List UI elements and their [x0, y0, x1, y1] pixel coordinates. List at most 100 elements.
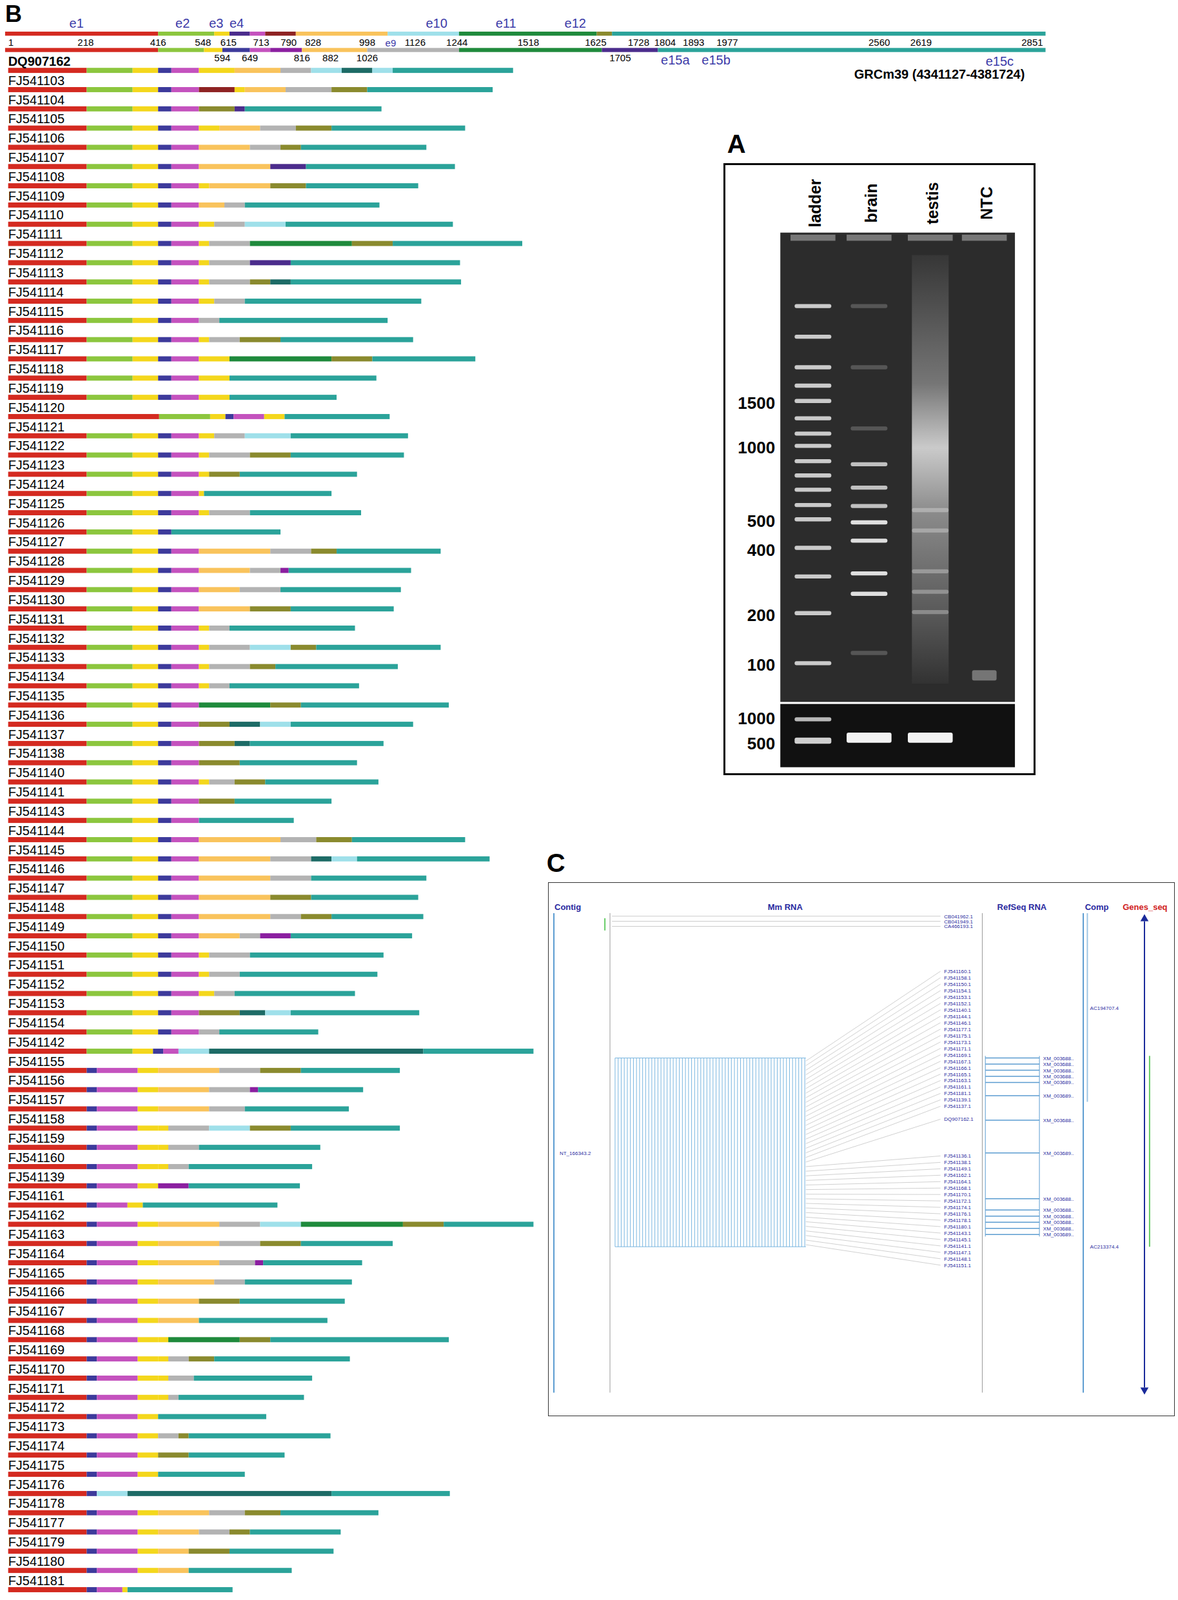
position-number: 1518	[517, 36, 540, 47]
exon-segment	[157, 740, 172, 747]
sequence-id: XM_003688..	[1043, 1068, 1075, 1074]
exon-segment	[8, 1144, 88, 1150]
track-line	[985, 1057, 1040, 1059]
exon-segment	[8, 163, 88, 169]
exon-segment	[239, 586, 281, 592]
exon-segment	[8, 1202, 88, 1208]
size-marker: 1000	[737, 439, 776, 456]
accession-label: FJ541140	[8, 765, 65, 779]
exon-segment	[132, 702, 159, 708]
exon-segment	[137, 1298, 159, 1304]
exon-segment	[86, 1298, 97, 1304]
position-number: 2851	[1021, 36, 1043, 47]
exon-segment	[86, 1009, 133, 1015]
exon-segment	[357, 856, 491, 862]
exon-segment	[219, 1067, 260, 1073]
exon-segment	[601, 47, 658, 52]
gel-band	[850, 650, 888, 655]
exon-label: e15c	[985, 54, 1014, 68]
track-line	[805, 1239, 941, 1259]
exon-segment	[171, 682, 200, 688]
transcript-bar	[8, 144, 427, 150]
size-marker: 500	[747, 735, 776, 752]
exon-segment	[8, 625, 88, 631]
exon-segment	[86, 779, 133, 785]
accession-label: FJ541106	[8, 131, 65, 145]
transcript-bar	[8, 1106, 349, 1112]
exon-segment	[8, 779, 88, 785]
transcript-bar	[8, 1240, 393, 1246]
exon-segment	[171, 394, 200, 400]
exon-segment	[208, 1106, 245, 1112]
sequence-id: XM_003689..	[1043, 1150, 1075, 1157]
exon-segment	[157, 1548, 189, 1554]
track-line	[611, 920, 941, 922]
track-line	[985, 1069, 1040, 1071]
exon-segment	[157, 1394, 169, 1400]
sequence-id: AC213374.4	[1090, 1244, 1119, 1250]
exon-segment	[96, 1202, 128, 1208]
exon-segment	[86, 1259, 97, 1266]
exon-segment	[157, 1067, 220, 1073]
transcript-bar	[8, 490, 332, 496]
exon-segment	[86, 702, 133, 708]
track-line	[805, 983, 941, 1071]
transcript-bar	[8, 1221, 534, 1227]
track-line	[694, 1058, 696, 1247]
exon-segment	[96, 1087, 138, 1093]
size-marker: 100	[747, 656, 776, 674]
exon-segment	[214, 991, 235, 997]
exon-segment	[157, 1163, 169, 1169]
exon-segment	[137, 1163, 159, 1169]
transcript-bars	[8, 67, 534, 1592]
position-number: 1977	[716, 36, 738, 47]
exon-segment	[208, 183, 271, 189]
track-line	[801, 1058, 803, 1247]
exon-segment	[157, 337, 172, 343]
exon-segment	[288, 568, 412, 574]
exon-segment	[8, 1567, 88, 1573]
transcript-bar	[8, 682, 360, 688]
sequence-id: FJ541154.1	[943, 988, 972, 994]
gel-band	[850, 485, 888, 490]
exon-segment	[157, 779, 172, 785]
exon-segment	[157, 1529, 199, 1535]
exon-segment	[245, 298, 422, 304]
exon-segment	[132, 106, 159, 112]
position-number: 1026	[356, 52, 378, 62]
sequence-id: FJ541152.1	[943, 1001, 972, 1007]
track-line	[804, 1058, 806, 1247]
exon-segment	[96, 1298, 138, 1304]
accession-label: FJ541129	[8, 573, 65, 587]
sequence-id: XM_003688..	[1043, 1207, 1075, 1213]
accession-label: DQ907162	[8, 54, 71, 68]
gel-panel-frame: ladderbraintestisNTC15001000500400200100…	[723, 163, 1036, 776]
exon-segment	[157, 548, 172, 554]
exon-segment	[171, 586, 200, 592]
exon-segment	[157, 971, 172, 977]
exon-segment	[210, 413, 226, 420]
exon-segment	[157, 317, 172, 324]
exon-segment	[171, 548, 200, 554]
transcript-bar	[8, 413, 391, 420]
track-line	[703, 1058, 705, 1247]
exon-segment	[233, 413, 264, 420]
exon-segment	[270, 1336, 449, 1342]
exon-segment	[96, 1471, 138, 1477]
transcript-bar	[8, 856, 491, 862]
exon-segment	[245, 87, 286, 93]
exon-segment	[132, 490, 159, 496]
exon-segment	[132, 221, 159, 227]
accession-label: FJ541178	[8, 1496, 65, 1510]
exon-segment	[8, 1510, 88, 1516]
gel-band	[850, 303, 888, 308]
gel-band	[850, 538, 888, 543]
gel-band	[911, 609, 949, 614]
transcript-bar	[8, 644, 442, 650]
accession-label: FJ541153	[8, 996, 65, 1010]
track-line	[792, 1058, 794, 1247]
sequence-id: XM_003689..	[1043, 1079, 1075, 1086]
track-line	[691, 1058, 692, 1247]
exon-segment	[259, 721, 291, 727]
